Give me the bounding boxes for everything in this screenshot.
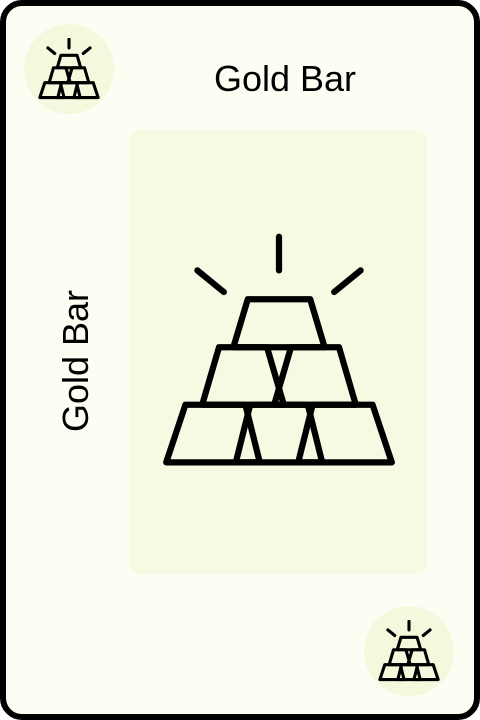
card-side-title: Gold Bar: [55, 289, 96, 433]
corner-badge-bottom-right: [364, 606, 454, 696]
gold-bars-icon: [162, 233, 395, 466]
gold-bars-icon: [378, 620, 440, 682]
card-art: [130, 130, 427, 574]
card-title: Gold Bar: [213, 58, 357, 99]
gold-bars-icon: [38, 38, 100, 100]
corner-badge-top-left: [24, 24, 114, 114]
